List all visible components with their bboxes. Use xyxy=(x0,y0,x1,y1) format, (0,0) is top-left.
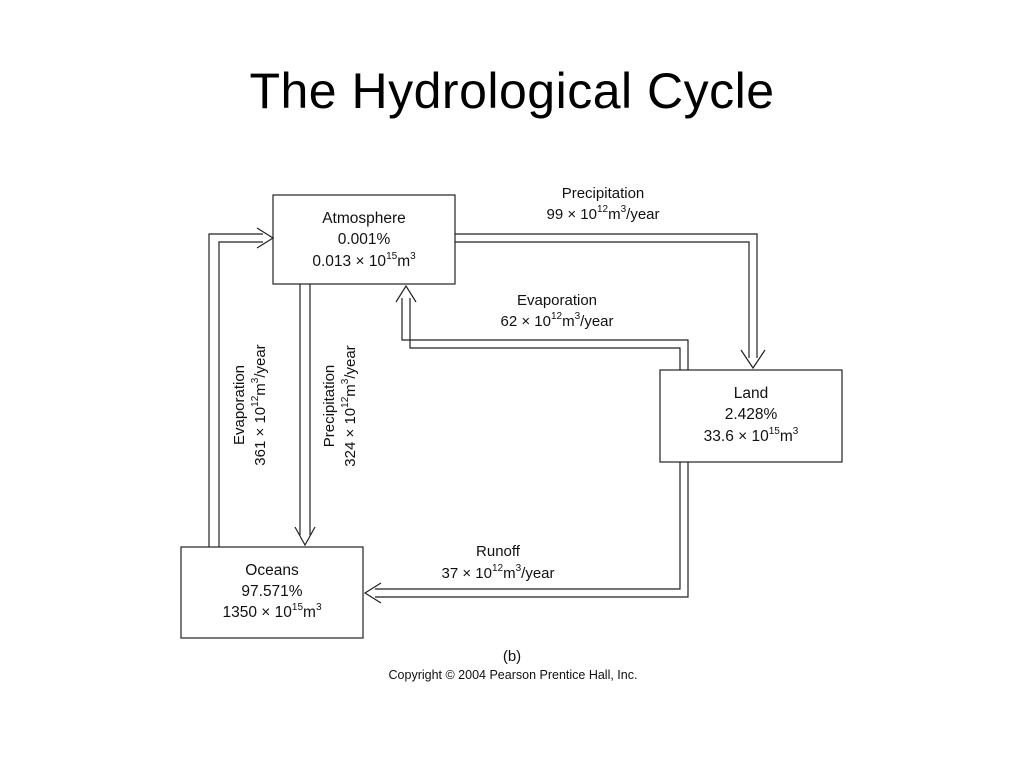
runoff-arrowhead xyxy=(363,582,382,604)
evap-land-rate: 62 × 1012m3/year xyxy=(500,311,613,330)
evap-ocean-name: Evaporation xyxy=(231,365,248,445)
precip-land-name: Precipitation xyxy=(562,185,645,202)
precip-land-pipe-outer xyxy=(455,233,758,358)
oceans-box xyxy=(180,546,364,639)
evap-ocean-pipe-outer xyxy=(208,233,263,547)
oceans-volume: 1350 × 1015m3 xyxy=(222,602,321,621)
runoff-pipe-outer xyxy=(375,462,689,598)
precip-land-arrowhead xyxy=(740,349,766,370)
evap-land-pipe-outer xyxy=(401,298,689,370)
atmosphere-box xyxy=(272,194,456,285)
evap-land-pipe-inner xyxy=(409,298,681,370)
oceans-name: Oceans xyxy=(245,562,299,579)
land-name: Land xyxy=(734,385,768,402)
evap-ocean-arrowhead xyxy=(256,227,275,249)
precip-land-rate: 99 × 1012m3/year xyxy=(546,204,659,223)
copyright-notice: Copyright © 2004 Pearson Prentice Hall, … xyxy=(389,668,638,682)
runoff-pipe-inner xyxy=(375,462,681,590)
precip-ocean-rate: 324 × 1012m3/year xyxy=(340,345,359,466)
land-percent: 2.428% xyxy=(725,406,778,423)
atmosphere-volume: 0.013 × 1015m3 xyxy=(312,251,416,270)
runoff-rate: 37 × 1012m3/year xyxy=(441,563,554,582)
land-box xyxy=(659,369,843,463)
precip-land-pipe-inner xyxy=(455,241,750,358)
atmosphere-percent: 0.001% xyxy=(338,231,391,248)
precip-ocean-arrowhead xyxy=(294,526,316,547)
evap-land-name: Evaporation xyxy=(517,292,597,309)
evap-ocean-rate: 361 × 1012m3/year xyxy=(250,344,269,465)
precip-ocean-name: Precipitation xyxy=(321,365,338,448)
evap-ocean-pipe-inner xyxy=(218,241,263,547)
land-volume: 33.6 × 1015m3 xyxy=(704,426,799,445)
atmosphere-name: Atmosphere xyxy=(322,210,406,227)
slide-title: The Hydrological Cycle xyxy=(249,63,775,119)
figure-label: (b) xyxy=(503,648,521,665)
runoff-name: Runoff xyxy=(476,543,521,560)
oceans-percent: 97.571% xyxy=(241,583,302,600)
evap-land-arrowhead xyxy=(395,284,417,303)
